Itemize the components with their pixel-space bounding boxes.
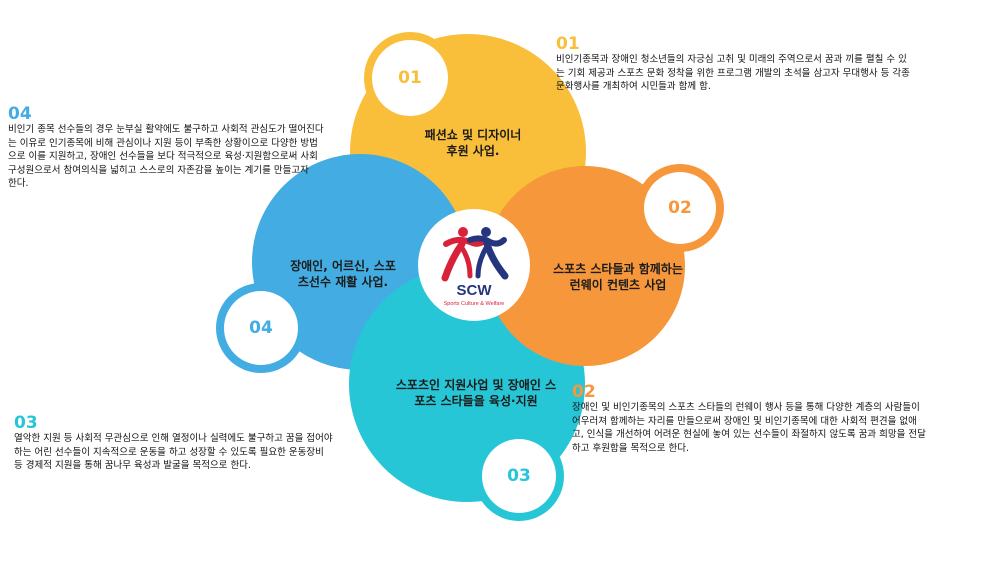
desc-text-04: 비인기 종목 선수들의 경우 눈부실 활약에도 불구하고 사회적 관심도가 떨어… — [8, 124, 324, 189]
desc-text-02: 장애인 및 비인기종목의 스포츠 스타들의 런웨이 행사 등을 통해 다양한 계… — [572, 402, 926, 454]
petal-01-badge — [372, 40, 448, 116]
center-circle — [418, 209, 530, 321]
petal-03-label: 스포츠인 지원사업 및 장애인 스 포츠 스타들을 육성·지원 — [395, 378, 557, 408]
desc-number-04: 04 — [8, 104, 32, 124]
badge-number-01: 01 — [398, 68, 422, 88]
desc-number-03: 03 — [14, 413, 38, 433]
petal-03-badge — [482, 439, 556, 513]
petal-01-label: 패션쇼 및 디자이너 후원 사업. — [424, 128, 522, 158]
logo-subtitle: Sports Culture & Welfare — [443, 301, 505, 307]
desc-number-01: 01 — [556, 34, 580, 54]
petal-02-label: 스포츠 스타들과 함께하는 런웨이 컨텐츠 사업 — [553, 262, 683, 292]
badge-number-03: 03 — [507, 466, 531, 486]
badge-number-04: 04 — [249, 318, 273, 338]
desc-text-01: 비인기종목과 장애인 청소년들의 자긍심 고취 및 미래의 주역으로서 꿈과 끼… — [556, 54, 910, 92]
petal-04-badge — [224, 291, 298, 365]
badge-number-02: 02 — [668, 198, 692, 218]
petal-02-circle — [485, 166, 685, 366]
two-athletes-icon — [441, 227, 509, 282]
desc-text-03: 열악한 지원 등 사회적 무관심으로 인해 열정이나 실력에도 불구하고 꿈을 … — [14, 433, 333, 471]
petal-02-badge — [644, 172, 716, 244]
logo-text: SCW — [456, 282, 492, 299]
desc-number-02: 02 — [572, 382, 596, 402]
petal-04-label: 장애인, 어르신, 스포 츠선수 재활 사업. — [290, 259, 396, 289]
